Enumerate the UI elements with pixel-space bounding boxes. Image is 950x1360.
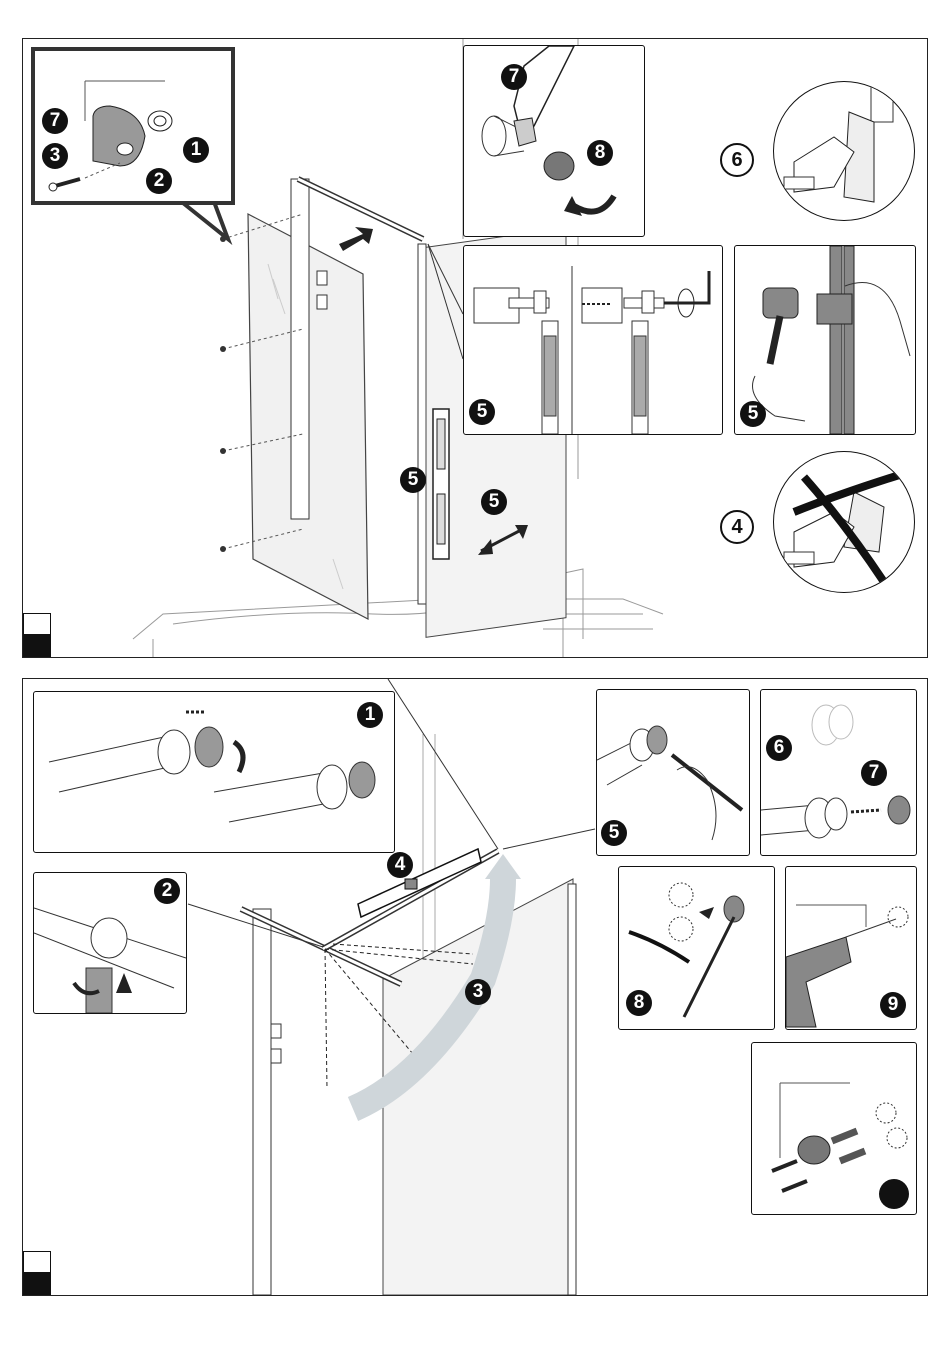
step-badge-5: 5 xyxy=(601,820,627,846)
step-badge-5: 5 xyxy=(400,467,426,493)
step-badge-5: 5 xyxy=(740,401,766,427)
step-badge-4: 4 xyxy=(387,852,413,878)
step-badge-3: 3 xyxy=(465,979,491,1005)
page-marker-light xyxy=(23,613,51,635)
step-badge-8: 8 xyxy=(587,140,613,166)
adjust-inset: 5 xyxy=(463,245,723,435)
step-badge-2: 2 xyxy=(154,878,180,904)
seal-wrong-circle xyxy=(773,451,915,593)
step-badge-1: 1 xyxy=(357,702,383,728)
bottom-step-panel: 1 2 6 7 xyxy=(22,678,928,1296)
seal-wrong-illustration xyxy=(774,452,914,592)
step-badge-8: 8 xyxy=(626,990,652,1016)
top-step-panel: 7 3 2 1 7 8 xyxy=(22,38,928,658)
seal-correct-illustration xyxy=(774,82,914,220)
cap-illustration xyxy=(34,692,394,852)
step-badge-5: 5 xyxy=(481,489,507,515)
part-badge-1: 1 xyxy=(183,137,209,163)
remove-cap-illustration xyxy=(761,690,916,855)
step-badge-4: 4 xyxy=(720,510,754,544)
cap-inset xyxy=(33,691,395,853)
step-badge-9: 9 xyxy=(880,992,906,1018)
remove-cap-inset xyxy=(760,689,917,856)
page-marker-light xyxy=(23,1251,51,1273)
seal-correct-circle xyxy=(773,81,915,221)
page-marker-dark xyxy=(23,635,51,657)
hammer-inset: 5 xyxy=(734,245,916,435)
anchor-inset xyxy=(751,1042,917,1215)
parts-callout: 7 3 2 1 xyxy=(31,47,235,205)
step-badge-6: 6 xyxy=(720,143,754,177)
page-marker-dark xyxy=(23,1273,51,1295)
wrench-illustration xyxy=(464,46,644,236)
step-badge-5: 5 xyxy=(469,399,495,425)
part-badge-2: 2 xyxy=(146,168,172,194)
part-badge-3: 3 xyxy=(42,143,68,169)
step-badge-7: 7 xyxy=(861,760,887,786)
adjust-illustration xyxy=(464,246,722,434)
step-badge-7: 7 xyxy=(501,64,527,90)
wrench-inset: 7 8 xyxy=(463,45,645,237)
step-badge-blank xyxy=(879,1179,909,1209)
part-badge-7: 7 xyxy=(42,108,68,134)
step-badge-6: 6 xyxy=(766,735,792,761)
